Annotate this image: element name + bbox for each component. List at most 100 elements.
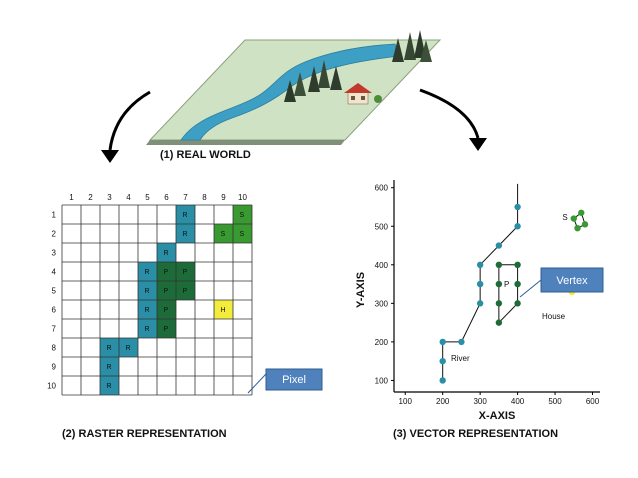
- raster-cell: [157, 300, 176, 319]
- raster-cell: [100, 338, 119, 357]
- raster-cell: [157, 319, 176, 338]
- raster-cell: [233, 224, 252, 243]
- s-vertex: [578, 209, 585, 216]
- y-tick-label: 300: [375, 299, 389, 308]
- tree-icon: [420, 40, 432, 62]
- house-icon: [344, 83, 372, 105]
- p-vertex: [495, 261, 503, 268]
- raster-col-label: 5: [145, 193, 150, 202]
- raster-cell: [157, 243, 176, 262]
- raster-row-label: 2: [52, 230, 57, 239]
- x-tick-label: 400: [511, 397, 525, 406]
- raster-cell-label: S: [240, 231, 245, 238]
- raster-row-label: 7: [52, 325, 57, 334]
- raster-cell: [100, 376, 119, 395]
- raster-cell-label: P: [164, 288, 169, 295]
- raster-row-label: 5: [52, 287, 57, 296]
- raster-cell-label: P: [164, 307, 169, 314]
- raster-cell-label: R: [183, 212, 188, 219]
- river-vertex: [439, 357, 446, 365]
- p-vertex: [514, 280, 521, 288]
- river-vertex: [476, 280, 484, 288]
- raster-cell: [138, 262, 157, 281]
- p-vertex: [495, 319, 503, 326]
- raster-cell: [138, 281, 157, 300]
- raster-cell: [176, 224, 195, 243]
- river-vertex: [439, 377, 446, 384]
- x-tick-label: 500: [548, 397, 562, 406]
- tree-icon: [308, 66, 320, 92]
- raster-col-label: 4: [126, 193, 131, 202]
- raster-col-label: 2: [88, 193, 93, 202]
- p-vertex: [514, 300, 521, 307]
- raster-col-label: 3: [107, 193, 112, 202]
- school-label: S: [562, 213, 567, 222]
- raster-row-label: 4: [52, 268, 57, 277]
- river-vertex: [476, 261, 484, 268]
- vertex-callout-box: [540, 267, 604, 293]
- terrain-shadow: [146, 140, 345, 145]
- raster-row-label: 3: [52, 249, 57, 258]
- vector-label: (3) VECTOR REPRESENTATION: [393, 428, 558, 440]
- raster-cell: [176, 281, 195, 300]
- river-label: River: [451, 354, 470, 363]
- vertex-callout-leader: [519, 279, 542, 298]
- raster-cell-label: R: [126, 345, 131, 352]
- raster-cell: [176, 205, 195, 224]
- arrow-head-left-icon: [101, 150, 119, 163]
- river-vertex: [495, 242, 503, 249]
- raster-cell-label: R: [107, 364, 112, 371]
- river-shape: [180, 43, 401, 141]
- raster-cell-label: R: [145, 288, 150, 295]
- river-vertex: [458, 338, 465, 346]
- y-tick-label: 500: [375, 222, 389, 231]
- raster-cell: [214, 300, 233, 319]
- raster-cell-label: S: [240, 212, 245, 219]
- raster-cell: [157, 262, 176, 281]
- raster-col-label: 10: [238, 193, 247, 202]
- raster-row-label: 1: [52, 211, 57, 220]
- raster-cell-label: H: [221, 307, 226, 314]
- x-tick-label: 300: [473, 397, 487, 406]
- raster-grid: [61, 204, 253, 396]
- x-axis-label: X-AXIS: [479, 410, 516, 422]
- tree-icon: [284, 80, 296, 102]
- x-tick-label: 200: [436, 397, 450, 406]
- raster-cell-label: P: [164, 269, 169, 276]
- y-tick-label: 400: [375, 261, 389, 270]
- x-tick-label: 600: [586, 397, 600, 406]
- raster-cell: [214, 224, 233, 243]
- river-vertex: [439, 338, 446, 346]
- tree-icon: [318, 60, 330, 88]
- y-tick-label: 100: [375, 376, 389, 385]
- raster-cell-label: R: [145, 269, 150, 276]
- raster-cell-label: R: [107, 345, 112, 352]
- raster-col-label: 9: [221, 193, 226, 202]
- pixel-callout-text: Pixel: [282, 374, 306, 386]
- raster-col-label: 8: [202, 193, 207, 202]
- raster-row-label: 6: [52, 306, 57, 315]
- raster-cell-label: P: [183, 288, 188, 295]
- raster-cell: [157, 281, 176, 300]
- raster-cell: [176, 262, 195, 281]
- pixel-callout-box: [265, 368, 323, 391]
- real-world-label: (1) REAL WORLD: [160, 149, 251, 161]
- p-vertex: [514, 261, 521, 268]
- arrow-to-raster: [108, 90, 151, 151]
- p-vertex: [495, 280, 503, 288]
- tree-icon: [294, 72, 306, 96]
- x-tick-label: 100: [399, 397, 413, 406]
- y-tick-label: 200: [375, 338, 389, 347]
- raster-cell: [138, 319, 157, 338]
- raster-cell-label: R: [183, 231, 188, 238]
- arrow-head-right-icon: [469, 138, 487, 151]
- raster-label: (2) RASTER REPRESENTATION: [62, 428, 227, 440]
- raster-row-label: 9: [52, 363, 57, 372]
